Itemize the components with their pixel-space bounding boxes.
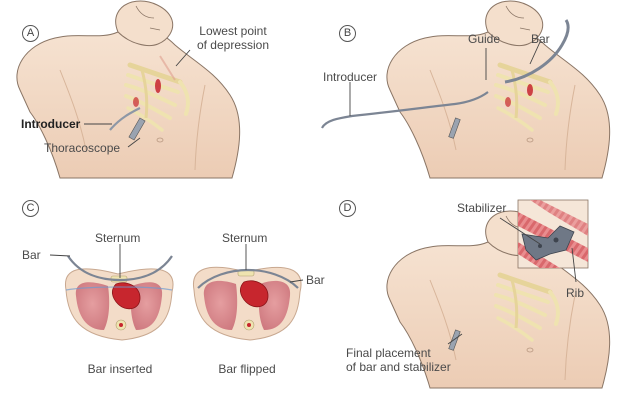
final-placement-line-2: of bar and stabilizer [346, 360, 451, 374]
stabilizer-label: Stabilizer [457, 201, 507, 215]
sternum-label-right: Sternum [222, 231, 268, 245]
guide-label: Guide [468, 32, 501, 46]
lowest-point-label: Lowest point of depression [183, 24, 283, 52]
caption-bar-flipped: Bar flipped [218, 362, 276, 376]
panel-d-badge: D [339, 200, 356, 217]
panel-a-introducer-label: Introducer [21, 117, 81, 131]
panel-a-figure [16, 0, 241, 179]
sternum-label-left: Sternum [95, 231, 141, 245]
final-placement-line-1: Final placement [346, 346, 431, 360]
lowest-point-line-1: Lowest point [199, 24, 267, 38]
panel-b-figure [321, 0, 611, 179]
panel-c-badge: C [22, 200, 39, 217]
panel-b-introducer-label: Introducer [323, 70, 378, 84]
final-placement-label: Final placement of bar and stabilizer [346, 346, 451, 374]
panel-b-bar-shape [504, 19, 570, 84]
leader-lines [49, 41, 577, 345]
panel-b-bar-label: Bar [531, 32, 550, 46]
bar-flipped-curve [197, 268, 299, 289]
rib-label: Rib [566, 286, 585, 300]
thoracoscope-label: Thoracoscope [44, 141, 121, 155]
panel-c-figure [64, 255, 302, 341]
panel-d-figure [386, 199, 611, 389]
lowest-point-line-2: of depression [196, 38, 270, 52]
panel-c-bar-label-right: Bar [306, 273, 325, 287]
caption-bar-inserted: Bar inserted [87, 362, 153, 376]
panel-c-bar-label-left: Bar [22, 248, 41, 262]
panel-b-badge: B [339, 25, 356, 42]
cross-section-bar-inserted [64, 255, 174, 341]
cross-section-bar-flipped [192, 266, 302, 341]
stabilizer-inset [517, 199, 589, 269]
panel-a-badge: A [22, 25, 39, 42]
bar-inserted-curve [67, 255, 173, 282]
panel-b-introducer-shape [321, 91, 489, 129]
